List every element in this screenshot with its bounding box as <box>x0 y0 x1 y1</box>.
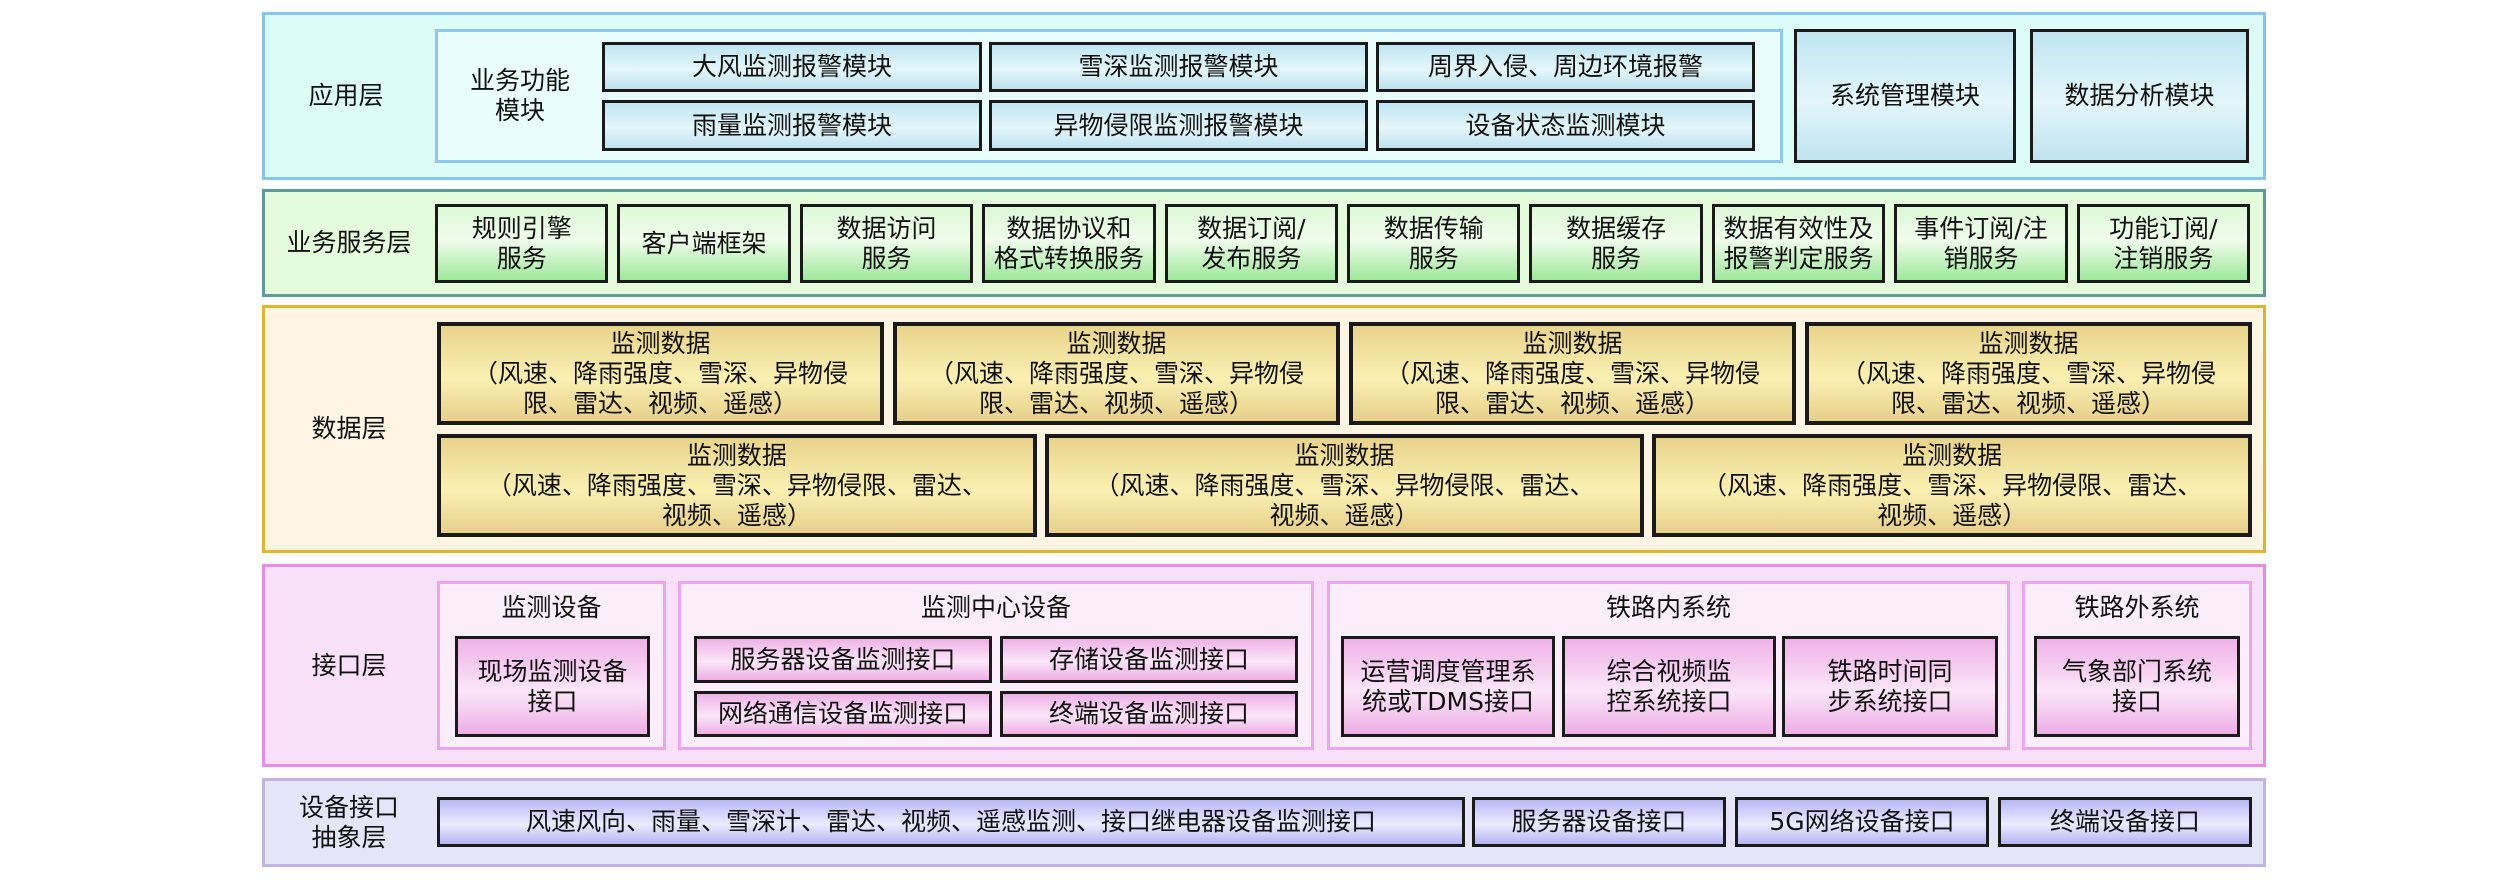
group-title: 监测中心设备 <box>920 593 1071 622</box>
service-data-cache: 数据缓存 服务 <box>1529 204 1703 283</box>
monitoring-data-detail: （风速、降雨强度、雪深、异物侵 限、雷达、视频、遥感） <box>1384 358 1760 418</box>
application-layer-label: 应用层 <box>308 81 384 110</box>
group-title: 铁路内系统 <box>1605 593 1731 622</box>
interface-layer-label: 接口层 <box>311 650 387 680</box>
service-pub-sub: 数据订阅/ 发布服务 <box>1164 204 1339 283</box>
service-rule-engine: 规则引擎 服务 <box>435 204 609 283</box>
service-list: 规则引擎 服务 客户端框架 数据访问 服务 数据协议和 格式转换服务 数据订阅/… <box>435 204 2251 283</box>
terminal-monitor-interface: 终端设备监测接口 <box>1000 691 1298 737</box>
function-module-group-label: 业务功能 模块 <box>469 66 570 125</box>
terminal-device-interface: 终端设备接口 <box>1998 797 2252 847</box>
module-rain-alarm: 雨量监测报警模块 <box>602 100 982 151</box>
service-layer-label: 业务服务层 <box>286 228 412 257</box>
module-perimeter-alarm: 周界入侵、周边环境报警 <box>1376 42 1755 92</box>
data-row-1: 监测数据（风速、降雨强度、雪深、异物侵 限、雷达、视频、遥感） 监测数据（风速、… <box>437 322 2252 425</box>
data-layer-label: 数据层 <box>311 414 387 443</box>
service-validity-alarm: 数据有效性及 报警判定服务 <box>1711 204 1886 283</box>
module-wind-alarm: 大风监测报警模块 <box>602 42 982 92</box>
storage-monitor-interface: 存储设备监测接口 <box>1000 636 1298 683</box>
monitoring-data-title: 监测数据 <box>1294 440 1395 470</box>
monitoring-data-box: 监测数据（风速、降雨强度、雪深、异物侵 限、雷达、视频、遥感） <box>1349 322 1796 425</box>
monitoring-data-box: 监测数据（风速、降雨强度、雪深、异物侵限、雷达、 视频、遥感） <box>437 434 1037 537</box>
data-row-2: 监测数据（风速、降雨强度、雪深、异物侵限、雷达、 视频、遥感） 监测数据（风速、… <box>437 434 2253 537</box>
monitoring-data-box: 监测数据（风速、降雨强度、雪深、异物侵限、雷达、 视频、遥感） <box>1044 434 1645 537</box>
monitoring-data-title: 监测数据 <box>610 328 711 358</box>
service-client-framework: 客户端框架 <box>617 204 791 283</box>
monitoring-data-box: 监测数据（风速、降雨强度、雪深、异物侵 限、雷达、视频、遥感） <box>1805 322 2252 425</box>
monitoring-data-detail: （风速、降雨强度、雪深、异物侵限、雷达、 视频、遥感） <box>1094 470 1595 530</box>
5g-network-device-interface: 5G网络设备接口 <box>1735 797 1989 847</box>
monitoring-data-title: 监测数据 <box>1522 328 1623 358</box>
module-snow-alarm: 雪深监测报警模块 <box>989 42 1368 92</box>
monitoring-data-box: 监测数据（风速、降雨强度、雪深、异物侵限、雷达、 视频、遥感） <box>1652 434 2253 537</box>
monitoring-data-detail: （风速、降雨强度、雪深、异物侵 限、雷达、视频、遥感） <box>928 358 1304 418</box>
data-analysis-module: 数据分析模块 <box>2030 29 2249 163</box>
server-device-interface: 服务器设备接口 <box>1472 797 1726 847</box>
server-monitor-interface: 服务器设备监测接口 <box>694 636 992 683</box>
module-device-status: 设备状态监测模块 <box>1376 100 1755 151</box>
tdms-interface: 运营调度管理系 统或TDMS接口 <box>1341 636 1555 737</box>
monitoring-data-detail: （风速、降雨强度、雪深、异物侵 限、雷达、视频、遥感） <box>1840 358 2216 418</box>
monitoring-data-box: 监测数据（风速、降雨强度、雪深、异物侵 限、雷达、视频、遥感） <box>437 322 884 425</box>
monitoring-data-title: 监测数据 <box>1902 440 2003 470</box>
monitoring-data-box: 监测数据（风速、降雨强度、雪深、异物侵 限、雷达、视频、遥感） <box>893 322 1340 425</box>
device-abstraction-layer-label: 设备接口 抽象层 <box>298 792 399 852</box>
service-data-transfer: 数据传输 服务 <box>1347 204 1521 283</box>
monitoring-data-detail: （风速、降雨强度、雪深、异物侵 限、雷达、视频、遥感） <box>472 358 848 418</box>
meteorological-interface: 气象部门系统 接口 <box>2034 636 2240 737</box>
monitoring-data-title: 监测数据 <box>686 440 787 470</box>
module-intrusion-alarm: 异物侵限监测报警模块 <box>989 100 1368 151</box>
group-title: 铁路外系统 <box>2074 593 2200 622</box>
service-data-access: 数据访问 服务 <box>799 204 974 283</box>
service-event-subscription: 事件订阅/注 销服务 <box>1894 204 2068 283</box>
service-protocol-conversion: 数据协议和 格式转换服务 <box>982 204 1156 283</box>
time-sync-interface: 铁路时间同 步系统接口 <box>1782 636 1998 737</box>
video-surveillance-interface: 综合视频监 控系统接口 <box>1562 636 1776 737</box>
system-management-module: 系统管理模块 <box>1794 29 2016 163</box>
field-device-interface: 现场监测设备 接口 <box>455 636 650 737</box>
monitoring-data-title: 监测数据 <box>1066 328 1167 358</box>
service-function-subscription: 功能订阅/ 注销服务 <box>2076 204 2251 283</box>
monitoring-data-detail: （风速、降雨强度、雪深、异物侵限、雷达、 视频、遥感） <box>486 470 987 530</box>
sensor-device-interface: 风速风向、雨量、雪深计、雷达、视频、遥感监测、接口继电器设备监测接口 <box>437 797 1465 847</box>
monitoring-data-detail: （风速、降雨强度、雪深、异物侵限、雷达、 视频、遥感） <box>1702 470 2203 530</box>
network-monitor-interface: 网络通信设备监测接口 <box>694 691 992 737</box>
monitoring-data-title: 监测数据 <box>1978 328 2079 358</box>
group-title: 监测设备 <box>501 593 602 622</box>
